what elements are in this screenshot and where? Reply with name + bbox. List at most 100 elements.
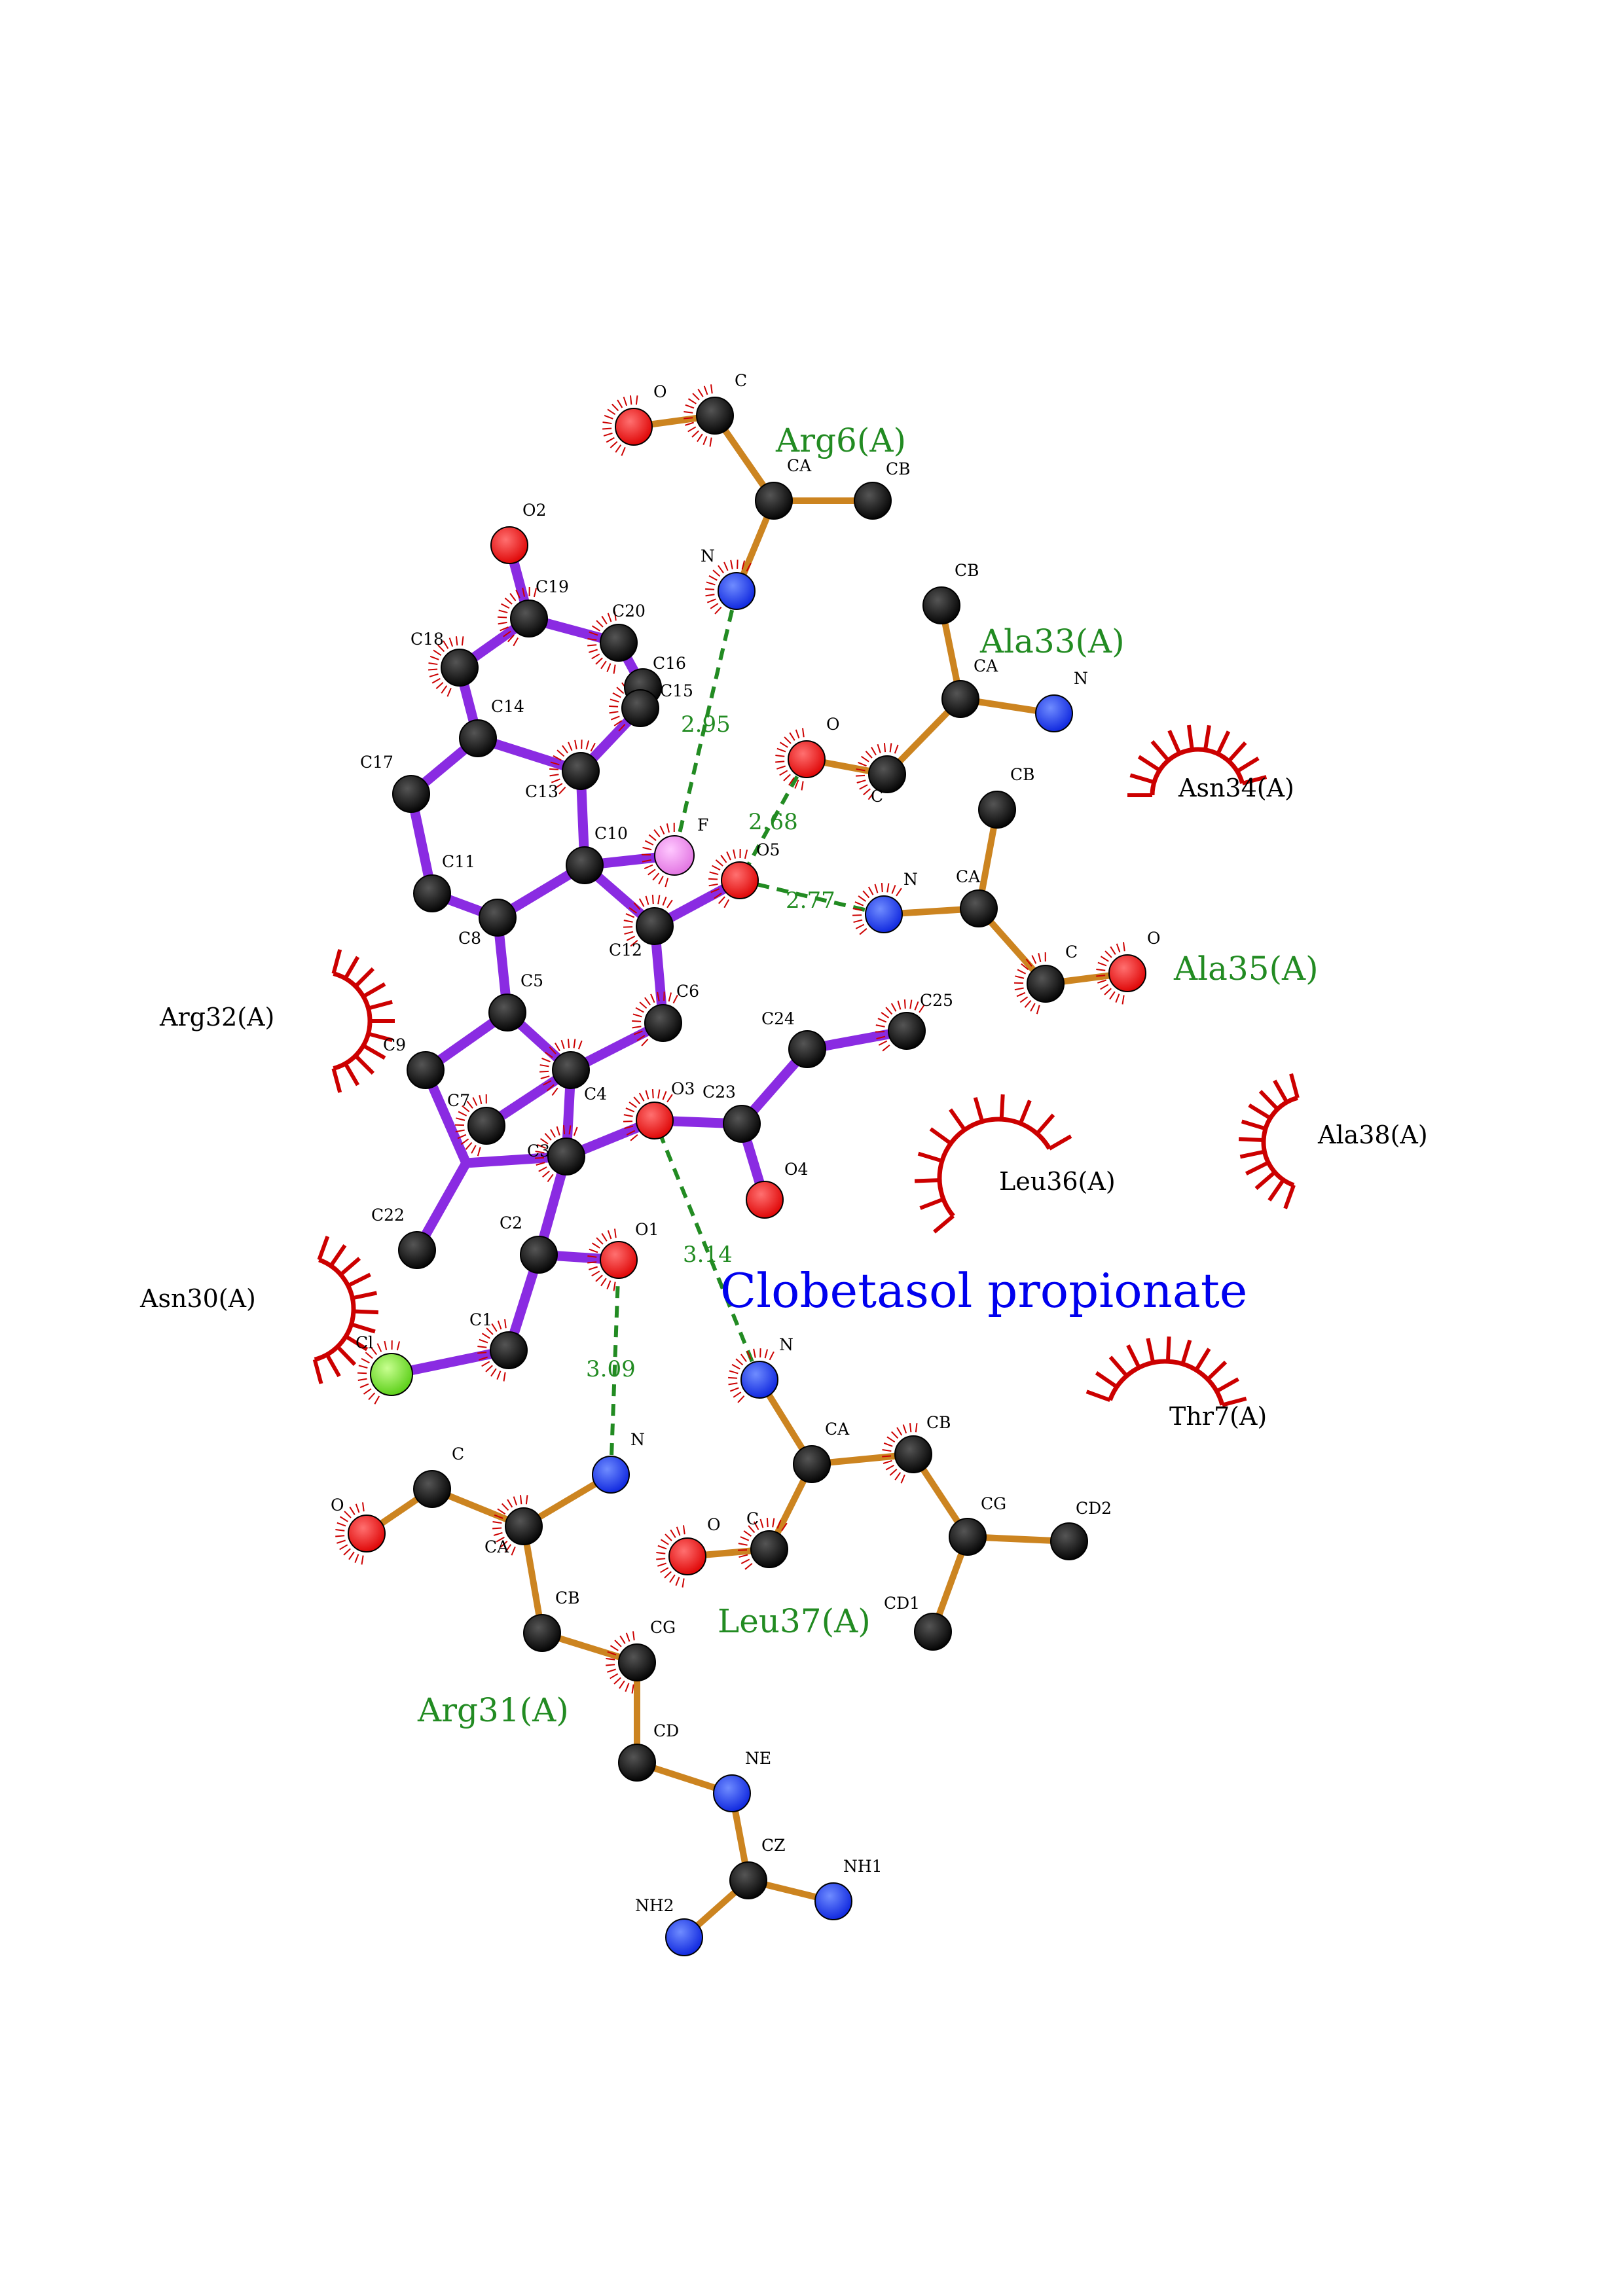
contact-spike <box>718 896 725 905</box>
contact-spike <box>740 1558 750 1564</box>
contact-spike <box>1030 1003 1036 1012</box>
contact-spike <box>746 1350 752 1360</box>
contact-spike <box>784 736 792 744</box>
contact-spike <box>573 1039 576 1049</box>
contact-spike <box>885 1464 894 1471</box>
contact-spike <box>486 1327 494 1335</box>
contact-spike <box>682 1525 685 1535</box>
arc-spoke <box>1035 1113 1055 1136</box>
contact-spike <box>708 883 718 887</box>
contact-spike <box>511 1546 516 1556</box>
contact-spike <box>335 1535 345 1537</box>
hydrogen-bond-line <box>609 1259 621 1475</box>
contact-spike <box>606 1664 615 1666</box>
contact-spike <box>1031 955 1037 964</box>
contact-spike <box>883 1442 893 1447</box>
hydrogen-bond-line <box>653 1119 761 1381</box>
contact-spike <box>577 1040 583 1050</box>
contact-spike <box>587 1255 597 1258</box>
contact-spike <box>591 653 600 660</box>
contact-spike <box>682 1578 685 1588</box>
contact-spike <box>335 1528 345 1532</box>
contact-spike <box>856 780 866 783</box>
arc-spoke <box>1085 1390 1111 1403</box>
carbon-atom <box>894 1435 932 1473</box>
contact-spike <box>882 1044 890 1052</box>
arc-spoke <box>350 1322 376 1334</box>
oxygen-atom <box>721 861 759 899</box>
contact-spike <box>556 1126 560 1136</box>
contact-spike <box>374 1395 380 1405</box>
atom-label: C24 <box>761 1009 795 1028</box>
contact-spike <box>507 634 515 643</box>
contact-spike <box>748 1525 756 1534</box>
contact-spike <box>728 1382 738 1386</box>
contact-spike <box>710 888 720 893</box>
atom-label: O4 <box>784 1160 808 1179</box>
hydrophobic-contact-arc <box>1085 1336 1247 1407</box>
contact-spike <box>606 437 615 443</box>
arc-spoke <box>949 1108 966 1131</box>
contact-spike <box>687 426 697 433</box>
arc-spoke <box>1254 1170 1277 1191</box>
contact-spike <box>503 630 511 637</box>
atoms <box>348 397 1146 1956</box>
contact-spike <box>1038 952 1042 963</box>
contact-spike <box>744 1562 753 1570</box>
contact-spike <box>914 1001 919 1011</box>
contact-spike <box>653 829 661 838</box>
atom-label: N <box>1074 669 1088 688</box>
atom-label: O <box>707 1515 721 1534</box>
contact-spike <box>795 729 800 739</box>
contact-spike <box>733 849 737 859</box>
contact-spike <box>692 393 700 401</box>
contact-spike <box>685 404 695 409</box>
atom-label: O5 <box>756 840 780 859</box>
contact-spike <box>712 569 721 577</box>
contact-spike <box>343 1548 351 1556</box>
arc-spoke <box>1236 757 1260 773</box>
contact-spike <box>361 1502 365 1512</box>
atom-label: CA <box>484 1537 509 1556</box>
contact-spike <box>635 1007 644 1013</box>
contact-spike <box>501 1503 509 1511</box>
arc-spoke <box>1239 1149 1266 1159</box>
contact-spike <box>457 1134 467 1139</box>
contact-spike <box>741 560 746 570</box>
atom-label: C23 <box>702 1083 736 1102</box>
arc-spoke <box>917 1151 943 1163</box>
contact-spike <box>539 1138 549 1145</box>
contact-spike <box>656 1551 666 1554</box>
hbond-distance-ala35-o5: 2.77 <box>786 888 835 914</box>
contact-spike <box>479 1356 488 1361</box>
atom-label: C <box>871 787 883 806</box>
carbon-atom <box>490 1331 528 1369</box>
arc-spoke <box>1180 1339 1192 1365</box>
contact-spike <box>900 1474 905 1484</box>
contact-spike <box>856 768 866 772</box>
residue-label-leu36: Leu36(A) <box>999 1167 1116 1196</box>
contact-spike <box>766 1518 769 1528</box>
atom-label: CA <box>825 1420 850 1439</box>
arc-spoke <box>1216 730 1231 755</box>
oxygen-atom <box>615 408 653 446</box>
arc-spoke <box>1267 1178 1285 1202</box>
contact-spike <box>881 883 883 893</box>
contact-spike <box>710 603 719 609</box>
contact-spike <box>497 1508 506 1515</box>
contact-spike <box>614 1640 622 1647</box>
arc-spoke <box>999 1094 1005 1120</box>
atom-label: C11 <box>442 852 475 871</box>
contact-spike <box>626 1130 636 1136</box>
contact-spike <box>647 869 656 876</box>
arc-spoke <box>1238 1137 1264 1142</box>
atom-label: O <box>826 715 840 734</box>
contact-spike <box>610 715 620 721</box>
contact-spike <box>471 1145 477 1154</box>
arc-spoke <box>1186 725 1194 750</box>
arc-spoke <box>1227 741 1247 762</box>
atom-label: C1 <box>469 1310 492 1329</box>
hydrophobic-contact-arc <box>914 1094 1072 1234</box>
contact-spike <box>589 1248 598 1253</box>
arc-spoke <box>1273 1079 1289 1103</box>
